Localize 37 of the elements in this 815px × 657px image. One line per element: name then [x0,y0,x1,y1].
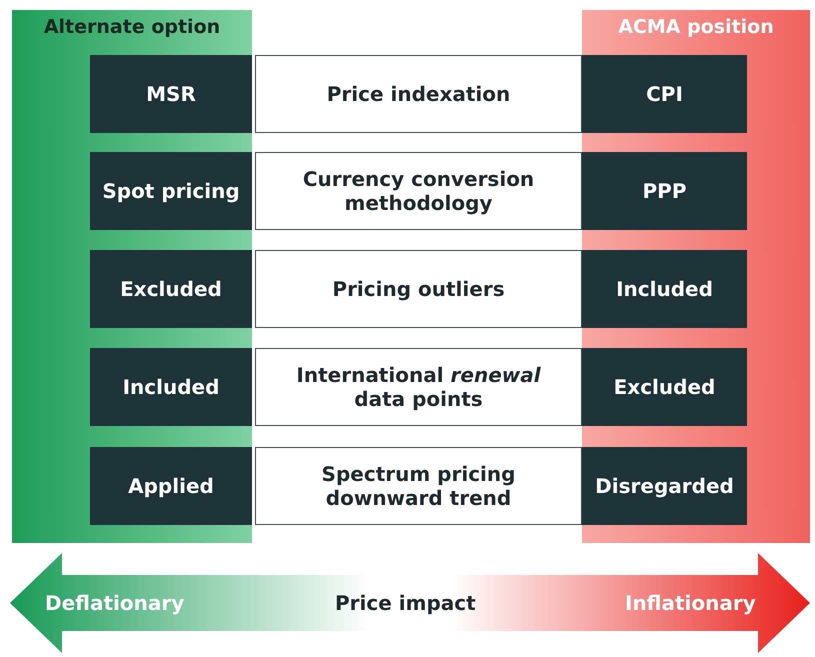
option-band [582,10,810,543]
criterion-text: Price indexation [326,82,510,106]
arrow-end-label: Inflationary [625,591,756,615]
option-box [582,55,747,133]
option-box [582,152,747,230]
option-text: Included [616,277,713,301]
option-text: Disregarded [595,474,734,498]
criterion-box [255,55,582,133]
option-text: Spot pricing [102,179,240,203]
option-box [90,55,252,133]
column-heading: Alternate option [42,16,222,38]
criterion-text: Pricing outliers [332,277,505,301]
option-text: PPP [642,179,686,203]
option-text: Excluded [614,375,716,399]
option-text: Included [122,375,220,399]
option-text: CPI [646,82,683,106]
option-box [582,348,747,426]
criterion-text: Currency conversion methodology [302,167,536,215]
arrow-end-label: Deflationary [45,591,184,615]
option-text: MSR [146,82,196,106]
criterion-text: International renewal data points [295,363,542,411]
option-box [90,447,252,525]
option-box [90,250,252,328]
arrow-title: Price impact [335,591,476,615]
criterion-box [255,447,582,525]
criterion-text: Spectrum pricing downward trend [320,462,516,510]
option-text: Applied [128,474,214,498]
option-box [582,250,747,328]
option-box [582,447,747,525]
criterion-box [255,250,582,328]
criterion-box [255,348,582,426]
criterion-box [255,152,582,230]
option-box [90,152,252,230]
option-text: Excluded [120,277,222,301]
option-band [12,10,252,543]
option-box [90,348,252,426]
column-heading: ACMA position [617,16,775,38]
